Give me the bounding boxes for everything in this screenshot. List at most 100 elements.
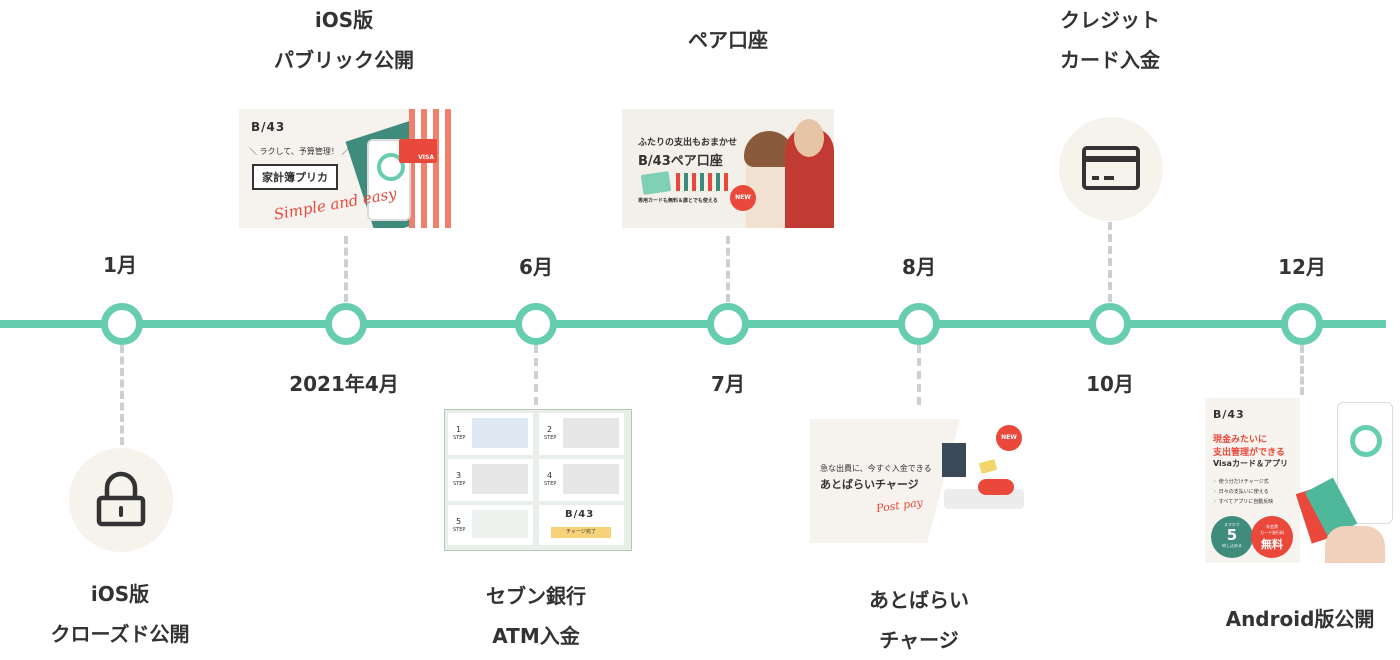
month-label-jul: 7月 [711, 372, 745, 396]
event-title-oct-line2: カード入金 [1060, 48, 1160, 72]
thumb-brand: B/43 [251, 120, 286, 134]
thumbnail-prepaid-card: VISA B/43 ＼ ラクして、予算管理！ ／ 家計簿プリカ Simple a… [239, 109, 451, 228]
android-check-2: ✓ 日々の支払いに使える [1213, 488, 1269, 495]
connector-jun [534, 345, 538, 405]
pair-headline-1: ふたりの支出もおまかせ [638, 138, 738, 148]
check-icon: ✓ [1213, 489, 1219, 495]
thumbnail-android: B/43 現金みたいに 支出管理ができる Visaカード＆アプリ ✓ 使う分だけ… [1205, 398, 1395, 563]
postpay-card-float [978, 459, 998, 474]
atm-step-5: 5 STEP [448, 505, 533, 545]
badge-minutes-bottom: 申し込める [1222, 543, 1242, 548]
timeline-node-oct [1089, 303, 1131, 345]
android-hand [1325, 526, 1385, 563]
pair-headline-2: B/43ペア口座 [638, 154, 723, 169]
event-title-oct-line1: クレジット [1060, 8, 1160, 32]
android-brand: B/43 [1213, 408, 1245, 421]
atm-step-1-num: 1 [456, 425, 462, 434]
postpay-window-icon [942, 443, 966, 477]
atm-final-brand: B/43 [565, 509, 595, 520]
check-icon: ✓ [1213, 499, 1219, 505]
badge-free-bottom: 無料 [1261, 538, 1283, 551]
atm-step-2: 2 STEP [539, 413, 624, 455]
pair-caption: 専用カードも無料＆誰とでも使える [638, 198, 718, 204]
postpay-person [978, 479, 1014, 495]
android-check-3-text: すべてアプリに自動反映 [1218, 499, 1274, 505]
thumb-red-card: VISA [399, 139, 437, 163]
timeline-node-dec [1281, 303, 1323, 345]
atm-step-5-num: 5 [456, 517, 462, 526]
atm-step-2-label: STEP [544, 435, 557, 441]
atm-step-3-screen [472, 464, 528, 494]
event-title-apr-line2: パブリック公開 [274, 48, 414, 72]
pair-people-row [676, 173, 732, 191]
connector-oct [1108, 222, 1112, 302]
credit-card-icon [1082, 146, 1140, 190]
android-headline-2: 支出管理ができる [1213, 448, 1285, 458]
android-headline-3: Visaカード＆アプリ [1213, 459, 1288, 468]
android-check-2-text: 日々の支払いに使える [1218, 489, 1269, 495]
pair-new-badge: NEW [730, 185, 756, 211]
month-label-dec: 12月 [1278, 255, 1326, 279]
thumb-product-box: 家計簿プリカ [252, 164, 338, 190]
postpay-line2: あとばらいチャージ [820, 478, 919, 491]
android-check-1-text: 使う分だけチャージ式 [1218, 479, 1269, 485]
postpay-new-badge: NEW [996, 425, 1022, 451]
android-phone-donut [1350, 425, 1382, 457]
credit-card-icon-circle [1059, 117, 1163, 221]
atm-step-4-num: 4 [547, 471, 553, 480]
badge-minutes-top: スマホで [1224, 522, 1240, 527]
event-title-jul: ペア口座 [628, 20, 828, 60]
atm-step-1-label: STEP [453, 435, 466, 441]
timeline-node-jun [515, 303, 557, 345]
atm-step-3-label: STEP [453, 481, 466, 487]
event-title-jan-line1: iOS版 [90, 582, 150, 606]
event-title-jan-line2: クローズド公開 [50, 622, 190, 646]
android-badge-minutes: スマホで 5 申し込める [1211, 516, 1253, 558]
connector-jan [120, 345, 124, 445]
thumb-stripes [409, 109, 451, 228]
android-badge-free: 年会費 カード発行料 無料 [1251, 516, 1293, 558]
event-title-jul-line1: ペア口座 [688, 28, 768, 52]
phone-donut [377, 153, 405, 181]
atm-step-5-screen [472, 510, 528, 538]
event-title-aug: あとばらい チャージ [819, 580, 1019, 660]
check-icon: ✓ [1213, 479, 1219, 485]
month-label-jan: 1月 [103, 253, 137, 277]
atm-step-2-num: 2 [547, 425, 553, 434]
thumbnail-pair-account: ふたりの支出もおまかせ B/43ペア口座 NEW 専用カードも無料＆誰とでも使え… [622, 109, 834, 228]
event-title-apr-line1: iOS版 [314, 8, 374, 32]
android-headline-1: 現金みたいに [1213, 435, 1268, 445]
month-label-jun: 6月 [519, 255, 553, 279]
android-check-3: ✓ すべてアプリに自動反映 [1213, 498, 1273, 505]
postpay-line1: 急な出費に、今すぐ入金できる [820, 464, 932, 473]
atm-step-3: 3 STEP [448, 459, 533, 501]
atm-step-3-num: 3 [456, 471, 462, 480]
connector-apr [344, 236, 348, 302]
thumbnail-atm-steps: 1 STEP 2 STEP 3 STEP 4 STEP 5 STEP B/43 … [444, 409, 632, 551]
event-title-jan: iOS版 クローズド公開 [20, 574, 220, 654]
month-label-aug: 8月 [902, 255, 936, 279]
badge-free-top: 年会費 [1266, 524, 1278, 529]
event-title-oct: クレジット カード入金 [1010, 0, 1210, 80]
connector-jul [726, 236, 730, 302]
atm-step-4: 4 STEP [539, 459, 624, 501]
timeline-node-jan [101, 303, 143, 345]
card-brand-text: VISA [418, 154, 434, 161]
event-title-aug-line1: あとばらい [869, 588, 969, 612]
connector-aug [917, 345, 921, 405]
lock-icon-circle [69, 448, 173, 552]
atm-step-1: 1 STEP [448, 413, 533, 455]
event-title-aug-line2: チャージ [879, 628, 959, 652]
lock-icon [96, 471, 146, 527]
timeline-node-apr [325, 303, 367, 345]
badge-free-mid: カード発行料 [1260, 530, 1284, 535]
atm-final-panel: B/43 チャージ完了 [539, 505, 624, 545]
event-title-jun-line2: ATM入金 [492, 624, 580, 648]
timeline-line [0, 320, 1386, 328]
badge-minutes-num: 5 [1226, 526, 1238, 544]
month-label-apr: 2021年4月 [289, 372, 399, 396]
event-title-jun-line1: セブン銀行 [486, 584, 586, 608]
event-title-apr: iOS版 パブリック公開 [244, 0, 444, 80]
event-title-dec: Android版公開 [1205, 599, 1395, 639]
event-title-jun: セブン銀行 ATM入金 [436, 576, 636, 656]
